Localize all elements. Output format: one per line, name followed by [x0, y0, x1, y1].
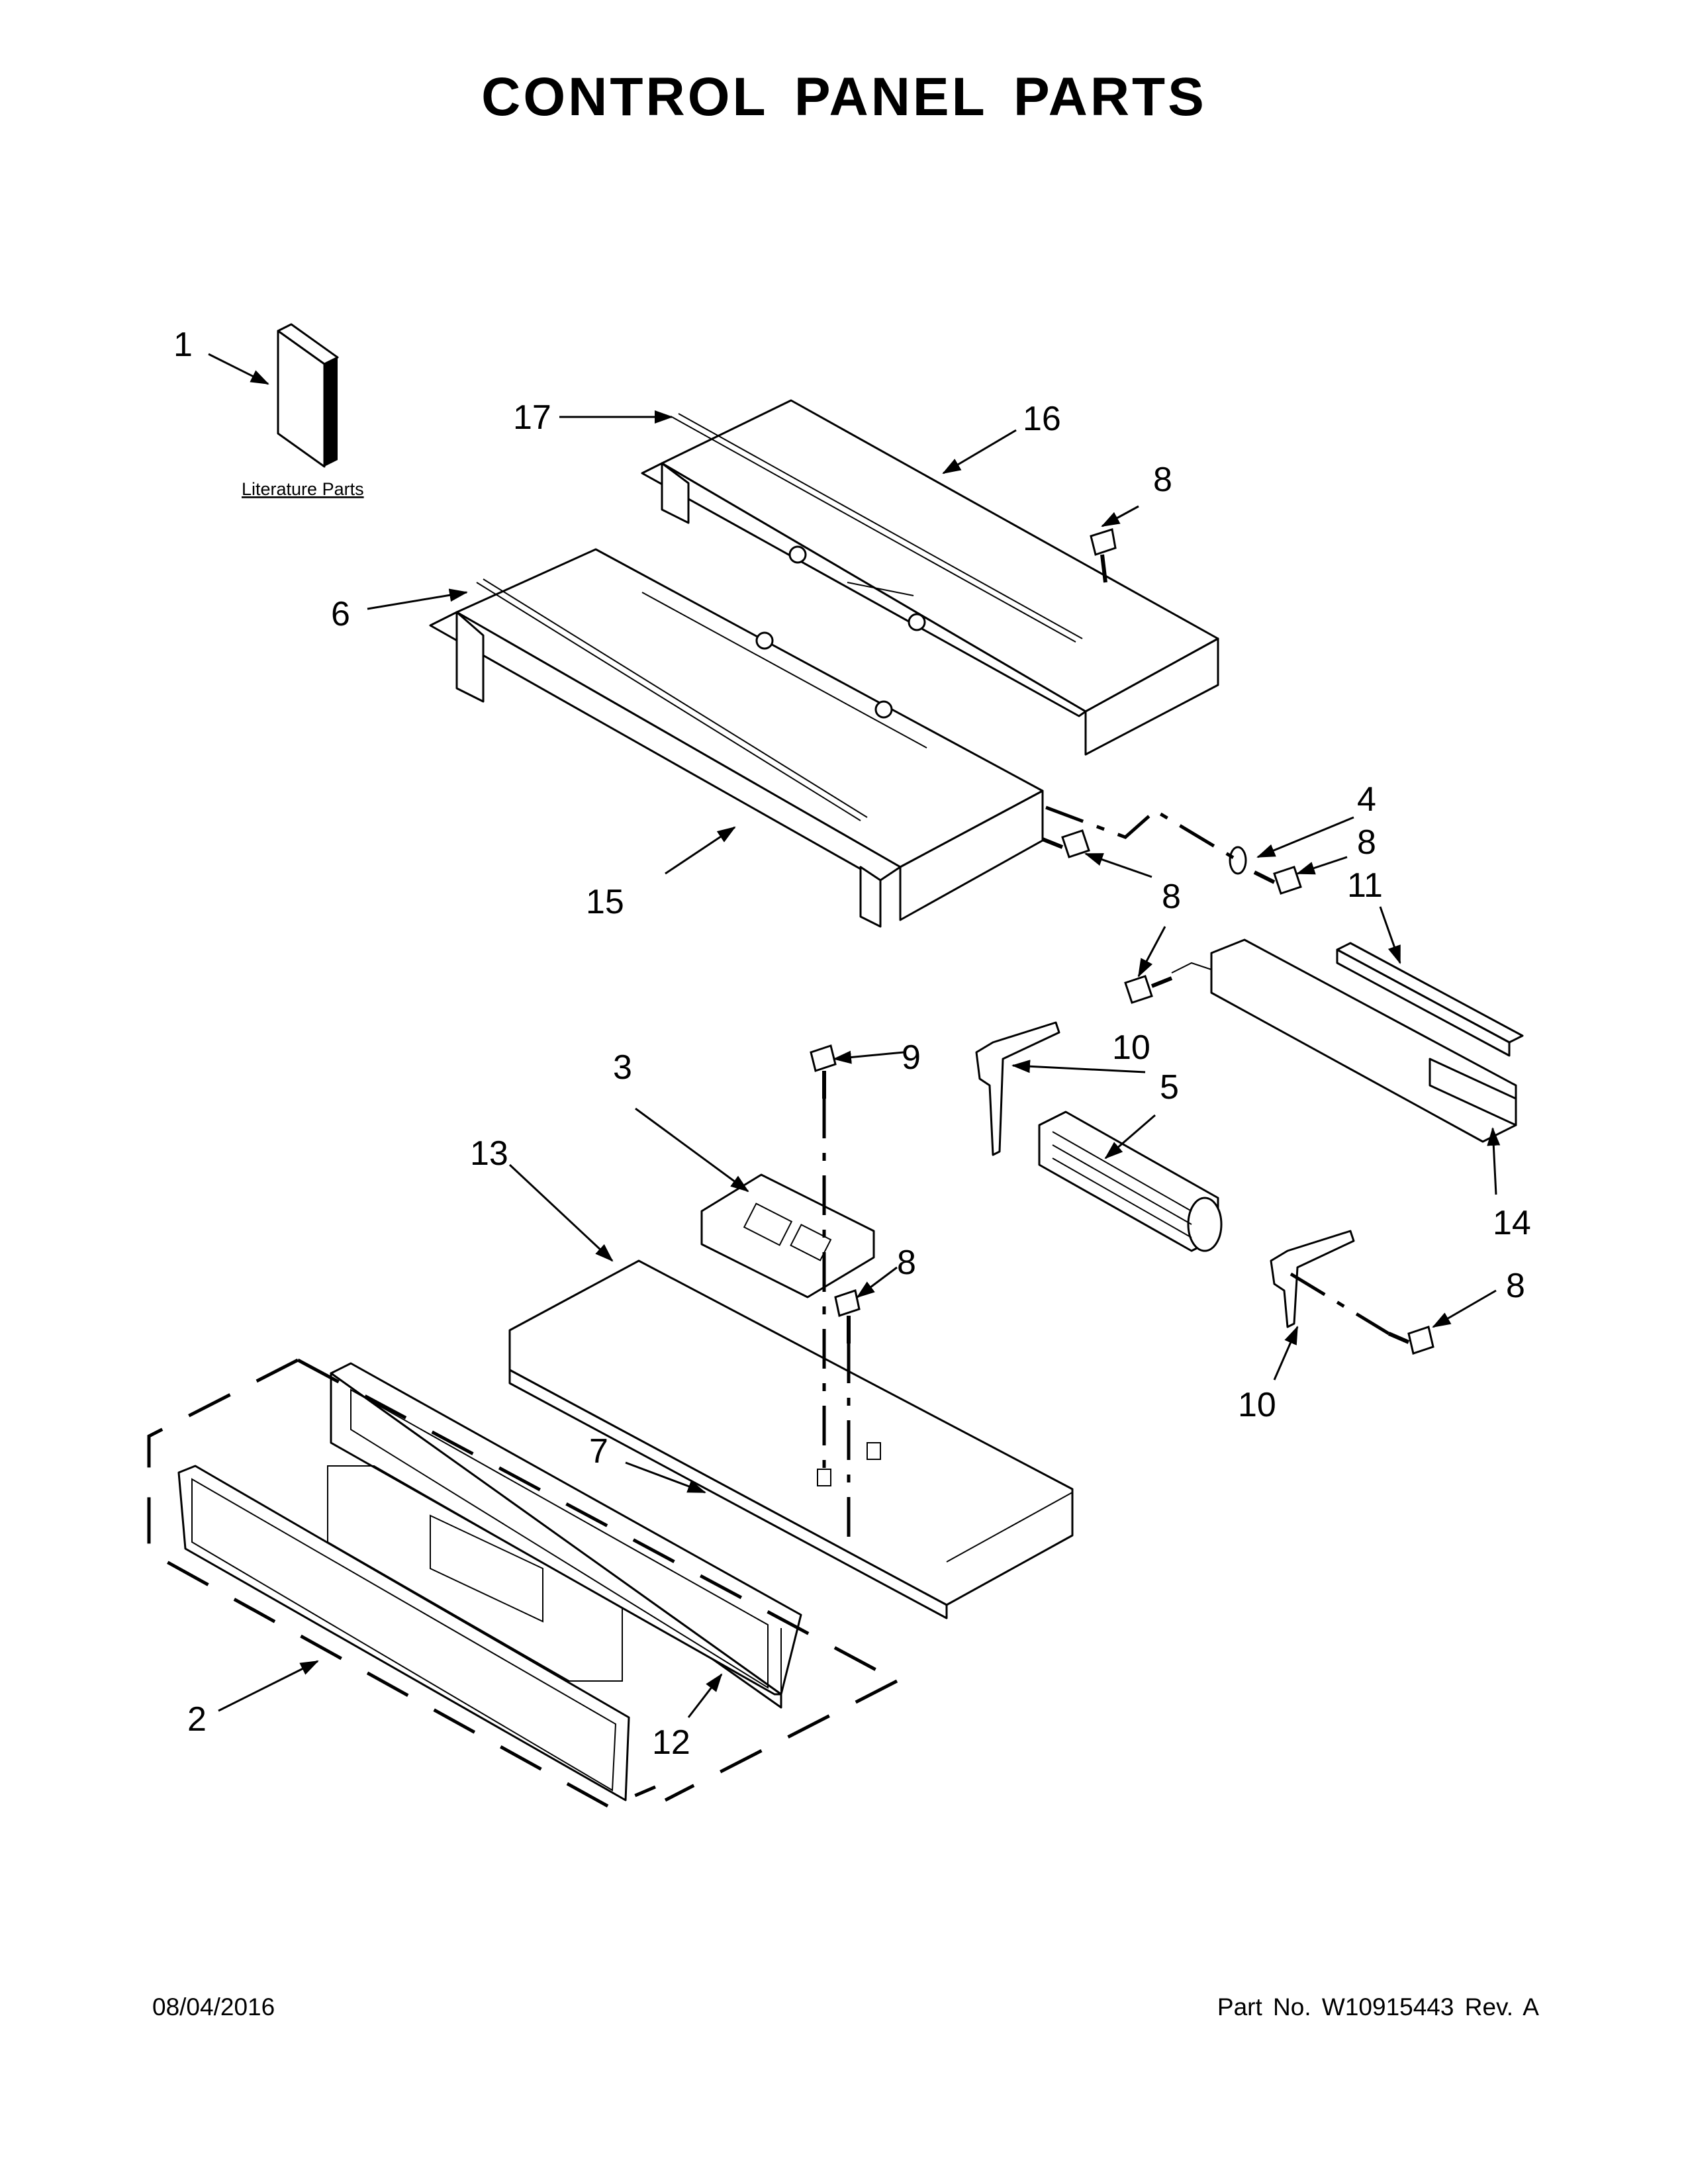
screw-9	[810, 1044, 837, 1099]
callout-10-upper: 10	[1112, 1028, 1150, 1067]
callout-6: 6	[331, 595, 350, 633]
callout-8-upper: 8	[1153, 461, 1172, 499]
upper-panel	[641, 399, 1219, 756]
screw-bracket	[1124, 975, 1173, 1004]
fan-mount-bracket-upper	[975, 1021, 1060, 1156]
callout-15: 15	[586, 883, 624, 921]
assembly-boundary	[147, 1358, 656, 1809]
callout-16: 16	[1023, 400, 1061, 438]
callout-2: 2	[187, 1700, 207, 1739]
control-bezel	[330, 1362, 802, 1709]
callout-1: 1	[173, 326, 193, 364]
callout-14: 14	[1493, 1204, 1531, 1242]
foam-strip	[1336, 942, 1524, 1057]
screw-board	[834, 1289, 861, 1343]
callout-8-board: 8	[897, 1244, 916, 1282]
footer-part-number: Part No. W10915443 Rev. A	[1217, 1993, 1539, 2021]
callout-7: 7	[589, 1432, 608, 1471]
callout-8-side: 8	[1162, 878, 1181, 916]
callout-3: 3	[613, 1048, 632, 1087]
callout-4: 4	[1357, 780, 1376, 819]
screw-washer	[1253, 866, 1302, 895]
callout-5: 5	[1160, 1068, 1179, 1107]
fan-mount-bracket-lower	[1270, 1230, 1355, 1328]
control-chassis	[508, 1259, 1074, 1619]
callout-8-lower: 8	[1506, 1267, 1525, 1305]
alignment-line-8f	[1289, 1272, 1390, 1336]
callout-10-lower: 10	[1238, 1386, 1276, 1424]
callout-11: 11	[1347, 866, 1383, 905]
callout-12: 12	[652, 1723, 690, 1762]
callout-9: 9	[902, 1038, 921, 1077]
literature-booklet	[277, 323, 339, 468]
cooling-fan	[1038, 1111, 1223, 1252]
footer-date: 08/04/2016	[152, 1993, 275, 2021]
literature-parts-label: Literature Parts	[242, 479, 364, 499]
front-glass	[177, 1465, 630, 1801]
leader-lines	[208, 353, 1501, 1718]
alignment-line-4	[1045, 805, 1239, 862]
screw-panel-side	[1041, 829, 1090, 858]
callout-17: 17	[513, 398, 551, 437]
fan-bracket	[1171, 938, 1517, 1143]
page-title: CONTROL PANEL PARTS	[481, 67, 1207, 127]
callout-8-washer: 8	[1357, 823, 1376, 862]
control-board	[700, 1173, 875, 1298]
washer	[1229, 846, 1247, 875]
screw-upper	[1090, 528, 1117, 583]
screw-lower-right	[1387, 1326, 1434, 1355]
lower-panel	[429, 548, 1044, 928]
callout-13: 13	[470, 1134, 508, 1173]
